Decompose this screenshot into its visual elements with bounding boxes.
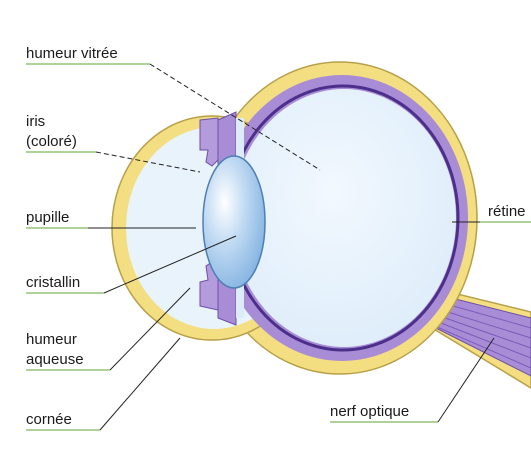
label-nerf-optique: nerf optique xyxy=(330,403,409,420)
label-cristallin: cristallin xyxy=(26,274,80,291)
label-retine: rétine xyxy=(488,203,526,220)
label-aqueuse: aqueuse xyxy=(26,351,84,368)
label-cornee: cornée xyxy=(26,411,72,428)
crystalline-lens xyxy=(203,156,265,288)
label-humeur: humeur xyxy=(26,331,77,348)
label-iris-colore: (coloré) xyxy=(26,133,77,150)
label-humeur-vitree: humeur vitrée xyxy=(26,45,118,62)
label-iris: iris xyxy=(26,113,45,130)
label-pupille: pupille xyxy=(26,209,69,226)
